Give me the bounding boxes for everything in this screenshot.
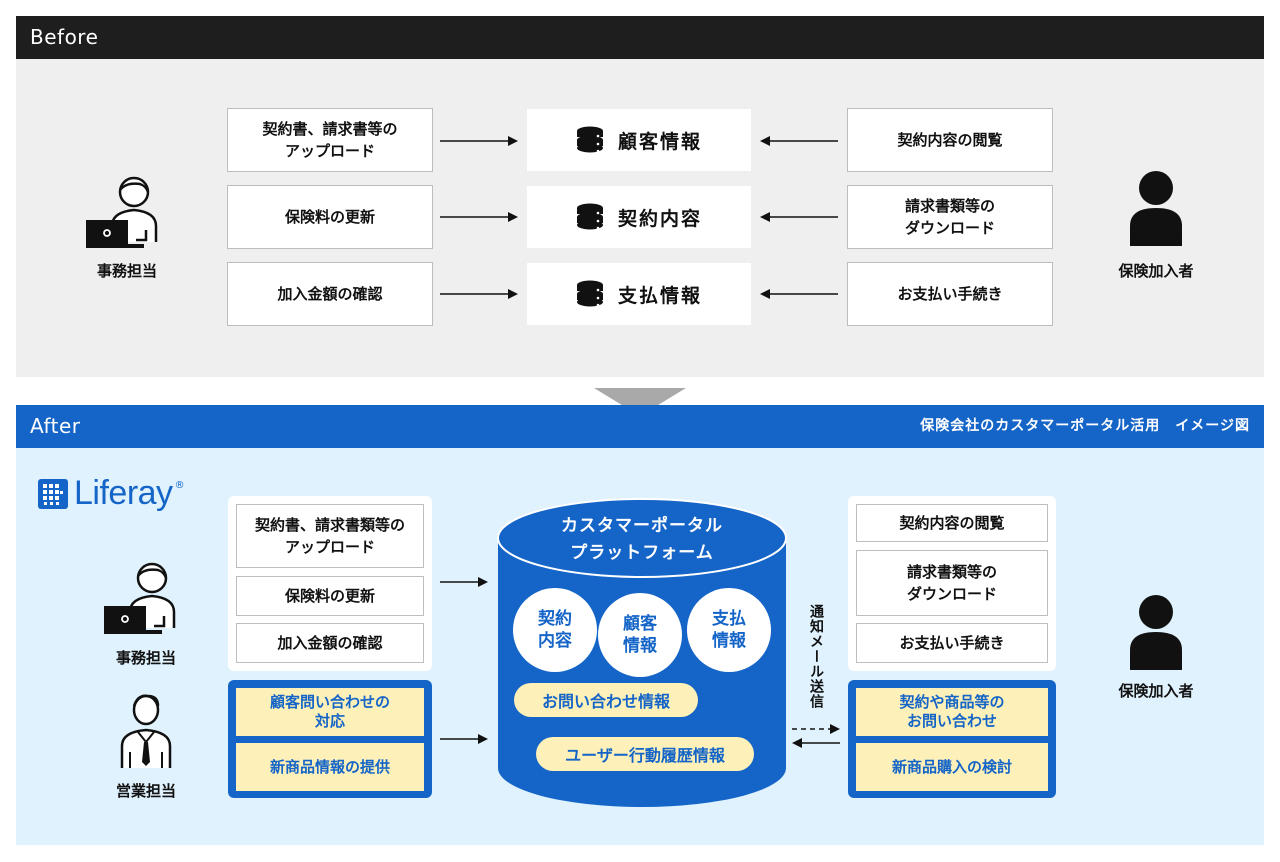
arrow-left-icon [760,136,838,146]
arrow-left-icon [760,212,838,222]
registered-mark: ® [174,480,185,491]
policyholder-person-icon [1126,594,1186,674]
premium-update-box: 保険料の更新 [236,576,424,616]
product-inquiry-box: 契約や商品等の お問い合わせ [856,688,1048,736]
upload-documents-box: 契約書、請求書等の アップロード [227,108,433,172]
office-staff-label: 事務担当 [96,262,157,280]
db-label: 支払情報 [617,284,702,307]
liferay-logo-text: Liferay [74,474,173,512]
purchase-consideration-box: 新商品購入の検討 [856,743,1048,791]
db-label: 契約内容 [617,207,702,230]
notification-email-label: 通知メール送信 [808,604,824,709]
arrow-right-icon [440,136,518,146]
upload-documents-box: 契約書、請求書類等の アップロード [236,504,424,568]
platform-title: カスタマーポータル プラットフォーム [561,516,723,563]
policyholder-label: 保険加入者 [1118,262,1194,280]
liferay-logo: Liferay ® [38,474,185,513]
database-icon [576,203,604,231]
download-invoices-box: 請求書類等の ダウンロード [847,185,1053,249]
database-icon [576,280,604,308]
user-behavior-pill: ユーザー行動履歴情報 [536,737,754,771]
db-customer-info: 顧客情報 [527,109,751,171]
db-label: 顧客情報 [617,130,702,153]
policyholder-person-icon [1126,170,1186,250]
before-title: Before [30,25,99,49]
arrow-left-icon [760,289,838,299]
office-staff-label: 事務担当 [115,649,176,667]
coverage-check-box: 加入金額の確認 [236,623,424,663]
arrow-right-icon [440,289,518,299]
arrow-right-icon [440,577,488,587]
arrow-right-icon [440,212,518,222]
arrow-right-icon [440,734,488,744]
customer-info-circle: 顧客 情報 [598,593,682,677]
new-product-info-box: 新商品情報の提供 [236,743,424,791]
liferay-logo-mark [38,478,68,509]
inquiry-info-pill: お問い合わせ情報 [514,683,698,717]
database-icon [576,126,604,154]
premium-update-box: 保険料の更新 [227,185,433,249]
db-payment-info: 支払情報 [527,263,751,325]
arrow-right-dashed-icon [792,724,840,734]
db-contract-info: 契約内容 [527,186,751,248]
contract-info-circle: 契約 内容 [513,588,597,672]
after-header: After 保険会社のカスタマーポータル活用 イメージ図 [16,405,1264,448]
office-staff-laptop-icon [100,556,190,640]
payment-procedure-box: お支払い手続き [856,623,1048,663]
view-contract-box: 契約内容の閲覧 [847,108,1053,172]
sales-staff-tie-icon [118,690,174,774]
arrow-left-icon [792,738,840,748]
coverage-check-box: 加入金額の確認 [227,262,433,326]
after-subtitle: 保険会社のカスタマーポータル活用 イメージ図 [920,418,1250,434]
payment-info-circle: 支払 情報 [687,588,771,672]
office-staff-laptop-icon [82,170,172,254]
sales-staff-label: 営業担当 [115,782,176,800]
inquiry-response-box: 顧客問い合わせの 対応 [236,688,424,736]
view-contract-box: 契約内容の閲覧 [856,504,1048,542]
policyholder-label: 保険加入者 [1118,682,1194,700]
payment-procedure-box: お支払い手続き [847,262,1053,326]
after-title: After [30,414,81,438]
download-invoices-box: 請求書類等の ダウンロード [856,550,1048,616]
before-header: Before [16,16,1264,59]
